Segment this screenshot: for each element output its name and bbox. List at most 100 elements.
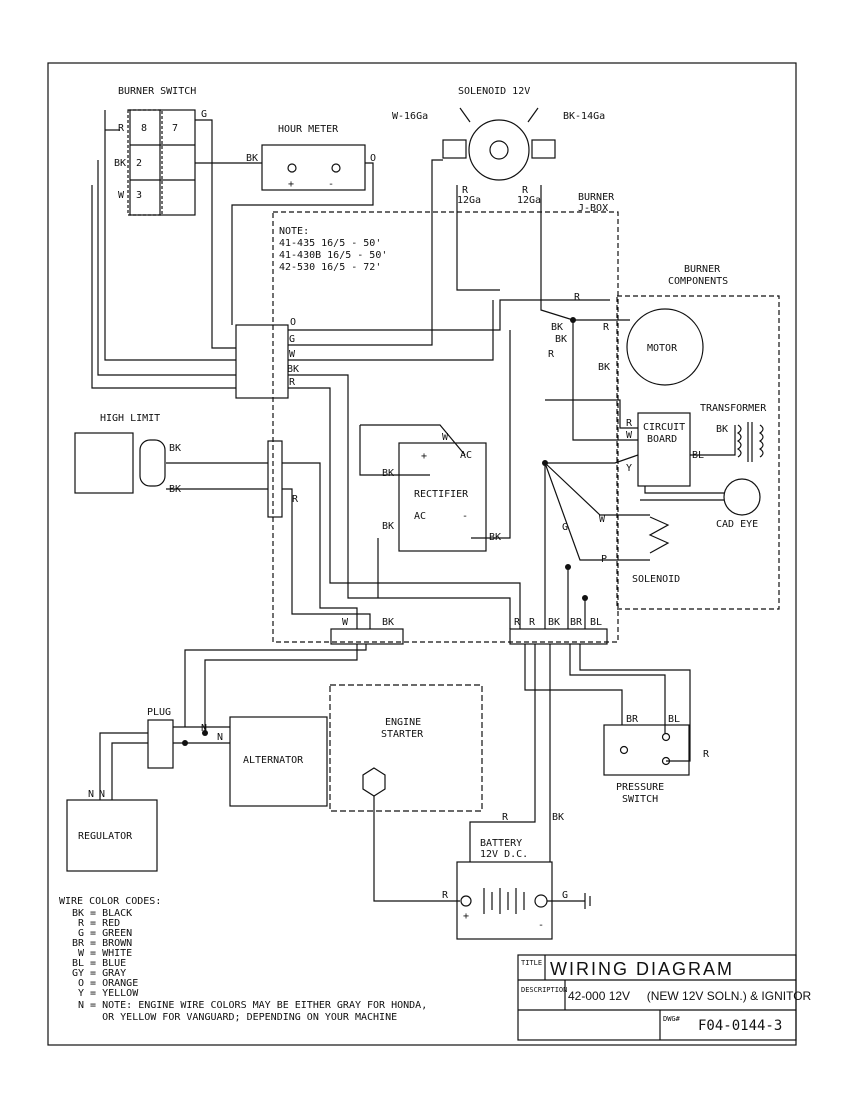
rectifier — [398, 442, 487, 552]
wire-label: W — [118, 190, 125, 201]
wire-label: BK — [114, 158, 126, 169]
motor — [626, 308, 704, 386]
wire-label: - — [462, 511, 468, 522]
terminal-block-left — [235, 324, 289, 399]
burner-jbox — [272, 211, 619, 643]
wire-label: R — [118, 123, 125, 134]
wire-codes-title: WIRE COLOR CODES: — [59, 896, 161, 907]
plug-label: PLUG — [147, 707, 171, 718]
note-line-2: 41-430B 16/5 - 50' — [279, 250, 387, 261]
pressure-switch-label-2: SWITCH — [622, 794, 658, 805]
wire-label: 12Ga — [457, 195, 481, 206]
alternator-label: ALTERNATOR — [243, 755, 304, 766]
dwg-tag: DWG# — [663, 1015, 681, 1023]
wire-label: + — [288, 179, 294, 190]
sheet-border — [47, 62, 797, 1046]
wire-code: Y = YELLOW — [72, 988, 139, 999]
wire-label: N — [88, 789, 94, 800]
transformer-label: TRANSFORMER — [700, 403, 767, 414]
wire-label: - — [538, 920, 544, 931]
bk14-label: BK-14Ga — [563, 111, 605, 122]
engine-starter — [329, 684, 483, 812]
wire-label: BK — [552, 812, 564, 823]
wire-code: BR = BROWN — [72, 938, 132, 949]
wire-label: BL — [590, 617, 602, 628]
wire-label: R — [529, 617, 536, 628]
wire-label: BL — [668, 714, 680, 725]
wire-label: BR — [570, 617, 583, 628]
wire-code: BL = BLUE — [72, 958, 126, 969]
wire-label: BK — [555, 334, 567, 345]
wire-label: 2 — [136, 158, 142, 169]
title-block — [517, 954, 797, 1041]
transformer-coil-b — [758, 424, 764, 458]
title-tag: TITLE — [521, 959, 542, 967]
wire-label: N — [217, 732, 223, 743]
burner-switch-label: BURNER SWITCH — [118, 86, 196, 97]
battery-label-2: 12V D.C. — [480, 849, 528, 860]
solenoid-coil — [648, 516, 670, 554]
wire-code: W = WHITE — [72, 948, 132, 959]
wire-label: BR — [626, 714, 639, 725]
note-line-1: 41-435 16/5 - 50' — [279, 238, 381, 249]
wire-label: N — [99, 789, 105, 800]
wire-label: BK — [382, 521, 394, 532]
motor-label: MOTOR — [647, 343, 678, 354]
wire-label: BK — [548, 617, 560, 628]
alternator — [229, 716, 328, 807]
wire-label: BK — [551, 322, 563, 333]
wire-label: BK — [716, 424, 728, 435]
wire-label: N — [201, 723, 207, 734]
note-line-3: 42-530 16/5 - 72' — [279, 262, 381, 273]
starter-terminal — [362, 767, 386, 797]
burner-jbox-label-2: J-BOX — [578, 203, 608, 214]
wire-label: R — [603, 322, 610, 333]
wire-label: R — [703, 749, 710, 760]
wire-label: W — [289, 349, 296, 360]
wire-label: R — [574, 292, 581, 303]
transformer-coil-a — [736, 424, 742, 458]
wire-label: BK — [169, 443, 181, 454]
wire-label: W — [626, 430, 633, 441]
pressure-switch — [603, 724, 690, 776]
wire-label: - — [328, 179, 334, 190]
wire-label: R — [514, 617, 521, 628]
wire-label: 3 — [136, 190, 142, 201]
wire-label: W — [599, 514, 606, 525]
wire-label: R — [292, 494, 299, 505]
wire-label: BK — [246, 153, 258, 164]
battery-label-1: BATTERY — [480, 838, 522, 849]
wire-label: G — [201, 109, 207, 120]
wire-label: O — [290, 317, 296, 328]
burner-components-label-1: BURNER — [684, 264, 721, 275]
terminal-strip-w-bk — [330, 628, 404, 645]
plug — [147, 719, 174, 769]
wire-code: G = GREEN — [72, 928, 132, 939]
burner-jbox-label-1: BURNER — [578, 192, 615, 203]
wire-label: + — [421, 451, 427, 462]
wire-label: AC — [460, 450, 472, 461]
wire-code: R = RED — [72, 918, 120, 929]
wire-label: G — [562, 522, 568, 533]
solenoid-12v-label: SOLENOID 12V — [458, 86, 530, 97]
solenoid-12v — [442, 107, 556, 181]
wire-code: N = NOTE: ENGINE WIRE COLORS MAY BE EITH… — [72, 1000, 427, 1011]
wire-label: W — [342, 617, 349, 628]
wires — [91, 110, 736, 909]
w16-label: W-16Ga — [392, 111, 428, 122]
wire-labels: R 8 7 G BK 2 W 3 BK O + - R 12Ga R 12Ga … — [88, 109, 728, 931]
burner-components-label-2: COMPONENTS — [668, 276, 728, 287]
drawing-number: F04-0144-3 — [698, 1018, 782, 1034]
burner-components-box — [616, 295, 780, 610]
pressure-switch-label-1: PRESSURE — [616, 782, 664, 793]
wire-codes-list: BK = BLACK R = RED G = GREEN BR = BROWN … — [72, 908, 427, 1023]
wire-label: 12Ga — [517, 195, 541, 206]
engine-starter-label-2: STARTER — [381, 729, 424, 740]
wire-code: GY = GRAY — [72, 968, 126, 979]
drawing-title: WIRING DIAGRAM — [550, 959, 734, 979]
wire-label: + — [463, 911, 469, 922]
wire-label: R — [502, 812, 509, 823]
wire-code: O = ORANGE — [72, 978, 138, 989]
wire-label: BK — [169, 484, 181, 495]
